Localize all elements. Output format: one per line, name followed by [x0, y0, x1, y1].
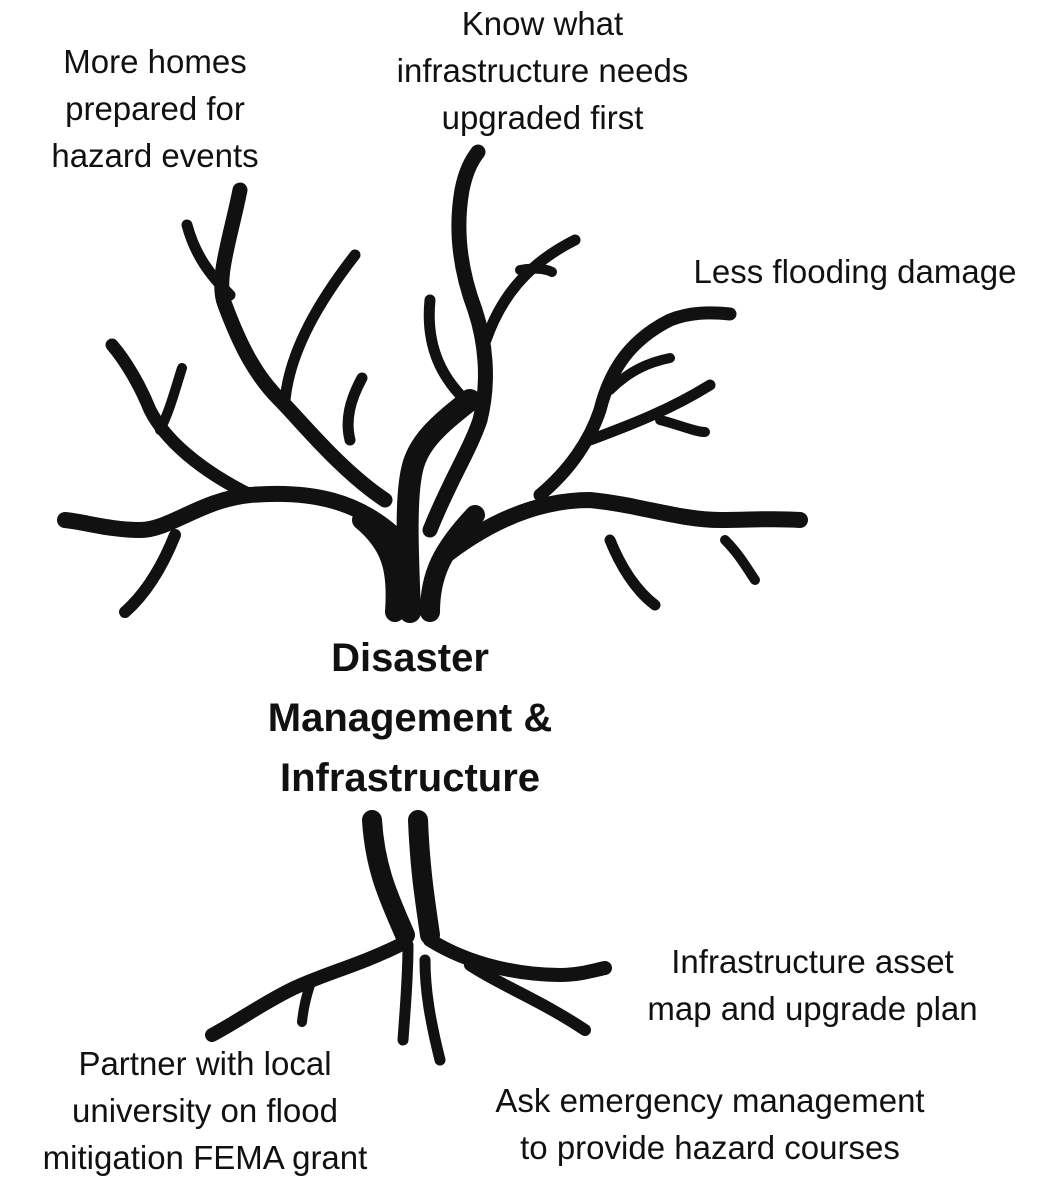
branch-flood-twig-e — [720, 535, 760, 585]
action-asset-map-label: Infrastructure asset map and upgrade pla… — [647, 943, 978, 1027]
root-trunk — [362, 810, 440, 945]
branch-homes-twig-c — [342, 372, 368, 446]
branch-flood-up — [533, 306, 737, 502]
branch-flood-twig-c — [655, 415, 710, 437]
root-center — [397, 939, 414, 1046]
branch-left — [57, 485, 408, 548]
branch-left-up — [105, 338, 257, 502]
root-center-right — [419, 954, 446, 1066]
branch-infra-twig-a — [480, 234, 581, 346]
branch-flood — [432, 492, 808, 568]
branch-left-twig — [155, 363, 187, 435]
branch-infra-twig-b — [515, 263, 557, 277]
outcome-homes-label: More homes prepared for hazard events — [51, 43, 259, 174]
outcome-flooding-label: Less flooding damage — [693, 253, 1017, 290]
action-emergency-label: Ask emergency management to provide haza… — [495, 1082, 925, 1166]
root-right — [423, 933, 612, 982]
outcome-infrastructure-label: Know what infrastructure needs upgraded … — [396, 5, 689, 136]
branch-flood-twig-a — [605, 353, 675, 395]
branch-homes — [214, 182, 393, 508]
action-university-label: Partner with local university on flood m… — [42, 1045, 368, 1176]
center-title: Disaster Management & Infrastructure — [267, 636, 553, 800]
branch-flood-twig-b — [584, 379, 716, 446]
root-left-twig — [297, 980, 315, 1027]
branch-homes-twig-b — [279, 249, 361, 406]
branch-infra — [422, 144, 493, 538]
branch-infra-twig-c — [423, 294, 471, 406]
branch-left-sub — [119, 529, 181, 618]
tree-canopy — [57, 144, 808, 623]
root-right-down — [464, 959, 591, 1036]
root-left — [205, 938, 407, 1042]
trunk-shaft — [396, 389, 481, 623]
tree-roots — [205, 810, 612, 1066]
branch-flood-twig-d — [604, 534, 661, 611]
branch-homes-twig-a — [181, 219, 236, 301]
